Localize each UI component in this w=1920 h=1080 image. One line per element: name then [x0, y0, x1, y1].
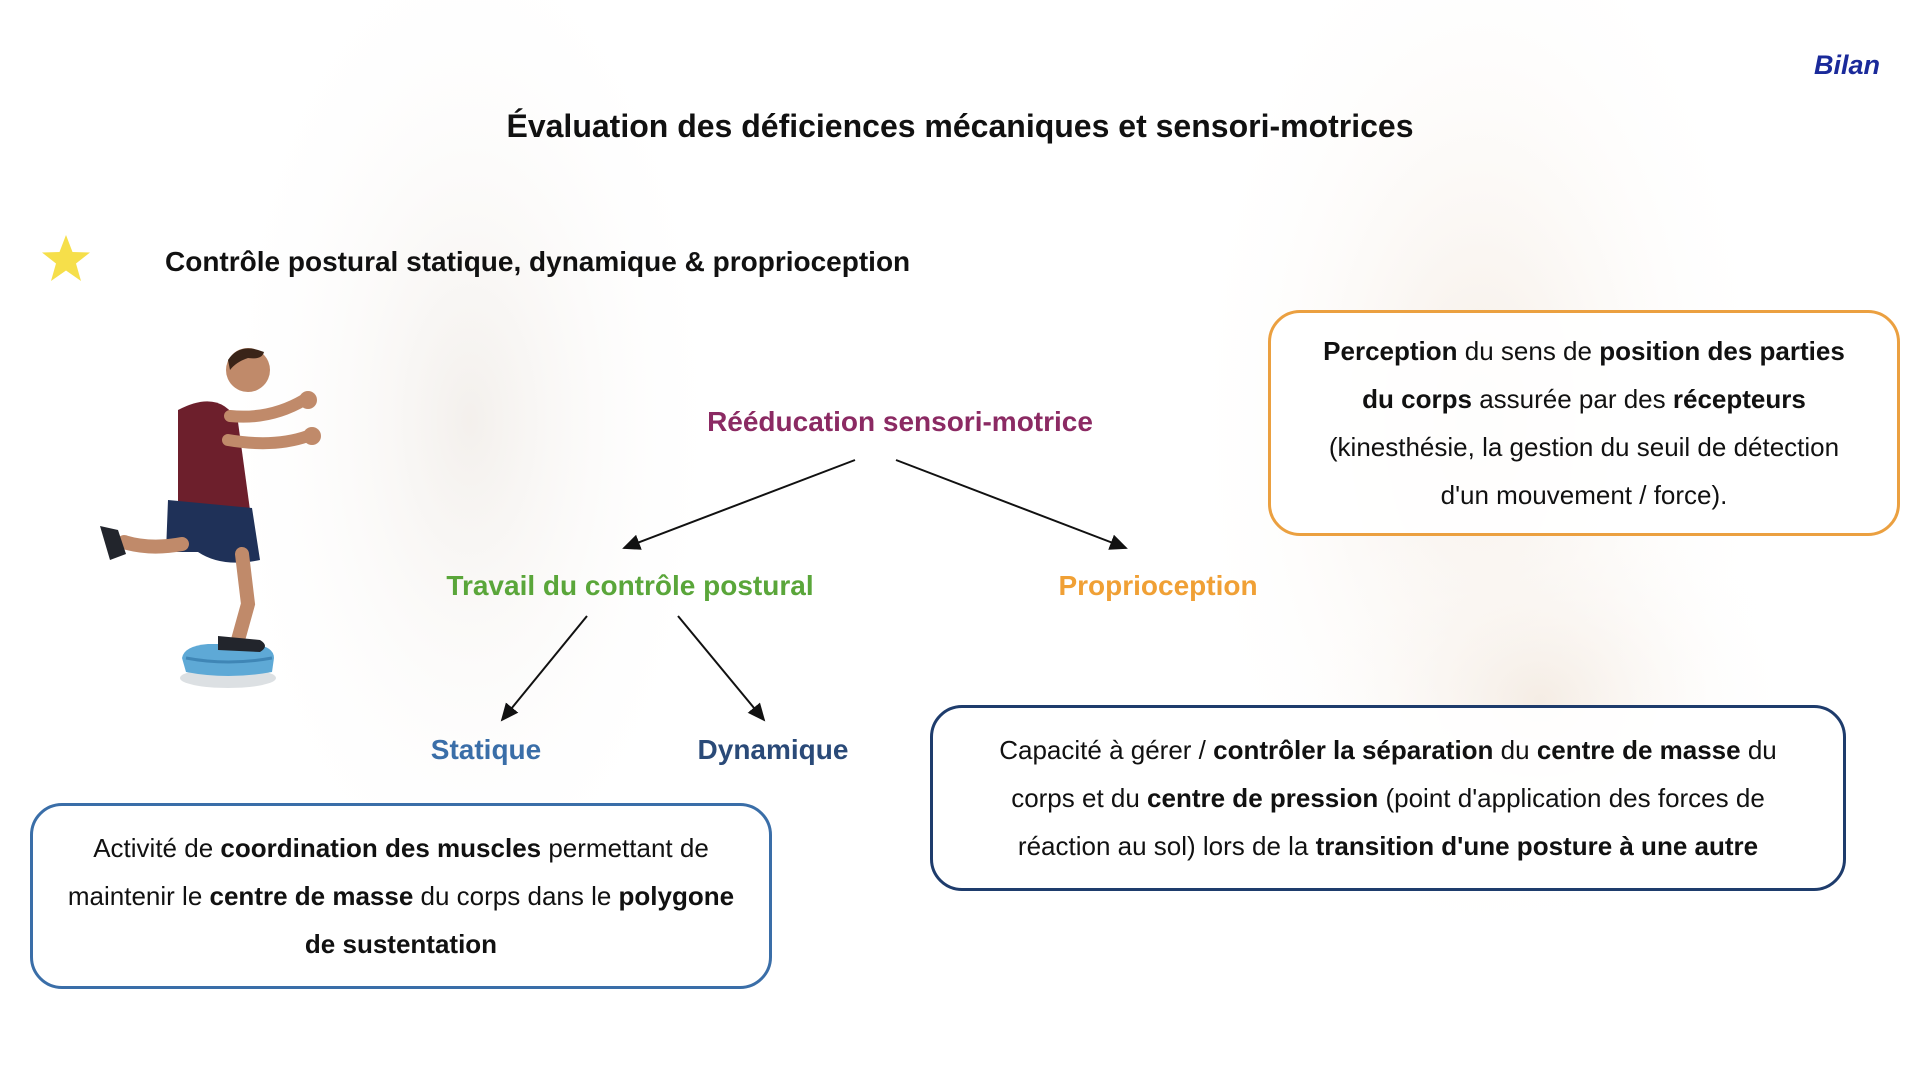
arrow-root-to-postural — [622, 459, 856, 550]
statique-definition-box: Activité de coordination des muscles per… — [30, 803, 772, 989]
bold-text-segment: polygone de sustentation — [304, 881, 735, 959]
page-title: Évaluation des déficiences mécaniques et… — [506, 108, 1414, 144]
node-travail-controle-postural: Travail du contrôle postural — [446, 570, 814, 601]
text-segment: du corps et du — [1011, 735, 1777, 813]
bold-text-segment: contrôler la séparation — [1213, 735, 1494, 765]
node-statique: Statique — [430, 734, 542, 765]
proprioception-definition-text: Perception du sens de position des parti… — [1305, 327, 1863, 519]
text-segment: (point d'application des forces de réact… — [1017, 783, 1765, 861]
text-segment: assurée par des — [1471, 384, 1673, 414]
bold-text-segment: transition d'une posture à une autre — [1315, 831, 1759, 861]
dynamique-definition-box: Capacité à gérer / contrôler la séparati… — [930, 705, 1846, 891]
bold-text-segment: récepteurs — [1672, 384, 1806, 414]
proprioception-definition-box: Perception du sens de position des parti… — [1268, 310, 1900, 536]
bold-text-segment: centre de pression — [1147, 783, 1379, 813]
text-segment: (kinesthésie, la gestion du seuil de dét… — [1328, 432, 1840, 510]
text-segment: du sens de — [1457, 336, 1600, 366]
node-reeducation-sensori-motrice: Rééducation sensori-motrice — [707, 406, 1093, 437]
text-segment: Activité de — [93, 833, 221, 863]
bold-text-segment: Perception — [1323, 336, 1458, 366]
bold-text-segment: centre de masse — [1536, 735, 1741, 765]
arrow-postural-to-statique — [500, 615, 588, 722]
node-proprioception: Proprioception — [1058, 570, 1258, 601]
bold-text-segment: position des parties du corps — [1362, 336, 1845, 414]
star-icon — [42, 235, 90, 281]
arrow-root-to-proprioception — [895, 459, 1128, 550]
text-segment: du — [1493, 735, 1537, 765]
text-segment: permettant de maintenir le — [67, 833, 709, 911]
text-segment: Capacité à gérer / — [999, 735, 1214, 765]
text-segment: du corps dans le — [413, 881, 619, 911]
dynamique-definition-text: Capacité à gérer / contrôler la séparati… — [973, 726, 1803, 870]
section-label: Bilan — [1813, 50, 1880, 80]
bold-text-segment: coordination des muscles — [220, 833, 542, 863]
node-dynamique: Dynamique — [697, 734, 849, 765]
statique-definition-text: Activité de coordination des muscles per… — [63, 824, 739, 968]
arrow-postural-to-dynamique — [677, 615, 766, 722]
bold-text-segment: centre de masse — [209, 881, 414, 911]
section-subtitle: Contrôle postural statique, dynamique & … — [165, 246, 911, 277]
person-balancing-icon — [100, 348, 321, 688]
